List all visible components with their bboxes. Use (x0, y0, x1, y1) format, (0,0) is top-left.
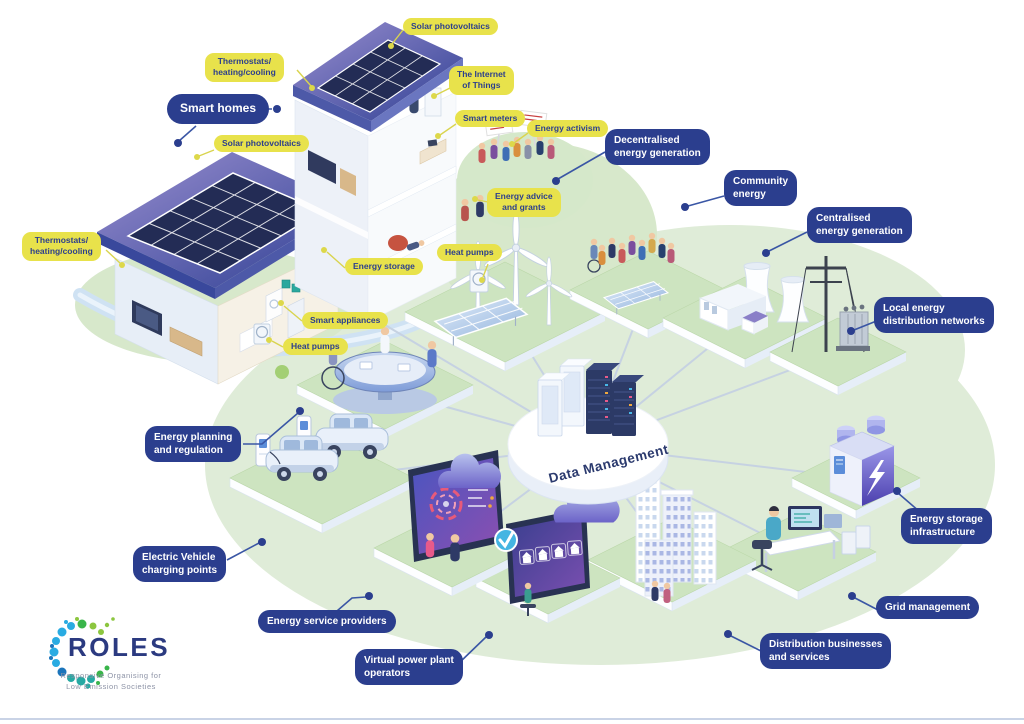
meeting-table (321, 327, 437, 414)
feature-connectors (105, 29, 529, 348)
tag-thermostats-tall-house: Thermostats/ heating/cooling (205, 53, 284, 82)
solar-panel-tall-roof (316, 39, 442, 113)
tag-energy-advice-grants: Energy advice and grants (487, 188, 561, 217)
esp-screen (408, 450, 518, 562)
roles-logo-tagline: Responsive Organising for Low Emission S… (60, 671, 162, 692)
roles-logo: ROLES Responsive Organising for Low Emis… (30, 610, 190, 702)
label-electric-vehicle-charging-points: Electric Vehicle charging points (133, 546, 226, 583)
tag-energy-activism: Energy activism (527, 120, 609, 138)
lightning-bolt-icon (867, 460, 885, 496)
tall-smart-home (293, 22, 463, 323)
label-community-energy: Community energy (724, 170, 797, 207)
battery-storage-unit (829, 415, 895, 507)
platform-local-distribution (769, 317, 907, 396)
roles-logo-mark-icon (49, 617, 115, 689)
tag-smart-meters: Smart meters (455, 110, 526, 128)
power-plant (699, 262, 810, 335)
label-grid-management: Grid management (876, 596, 980, 620)
label-centralised-energy-generation: Centralised energy generation (807, 207, 912, 244)
tag-solar-photovoltaics-tall-house: Solar photovoltaics (403, 18, 498, 36)
label-local-energy-distribution-networks: Local energy distribution networks (874, 297, 994, 334)
label-decentralised-energy-generation: Decentralised energy generation (605, 129, 710, 166)
data-management-hub: Data Management (507, 358, 670, 505)
feature-connector-dots (119, 43, 515, 343)
vpp-screen (506, 486, 620, 616)
tag-heat-pumps-left: Heat pumps (283, 338, 348, 356)
tag-thermostats-left-house: Thermostats/ heating/cooling (22, 232, 101, 261)
heat-pump-unit-right (469, 269, 489, 293)
ev-charging-station (255, 413, 389, 482)
tag-smart-appliances: Smart appliances (302, 312, 389, 330)
roles-logo-text: ROLES (68, 632, 171, 662)
grid-operator-desk (751, 506, 871, 572)
label-energy-service-providers: Energy service providers (258, 610, 396, 634)
label-energy-planning-and-regulation: Energy planning and regulation (145, 426, 242, 463)
tag-heat-pumps-right: Heat pumps (437, 244, 502, 262)
label-smart-homes: Smart homes (167, 94, 270, 124)
label-virtual-power-plant-operators: Virtual power plant operators (355, 649, 463, 686)
tag-solar-photovoltaics-left-house: Solar photovoltaics (214, 135, 309, 153)
tag-internet-of-things: The Internet of Things (449, 66, 514, 95)
label-energy-storage-infrastructure: Energy storage infrastructure (901, 508, 992, 545)
community-energy-group (587, 232, 675, 315)
label-distribution-businesses-and-services: Distribution businesses and services (760, 633, 892, 670)
tag-energy-storage: Energy storage (345, 258, 423, 276)
stakeholder-connector-dots (174, 105, 901, 639)
bottom-border-line (0, 718, 1024, 720)
